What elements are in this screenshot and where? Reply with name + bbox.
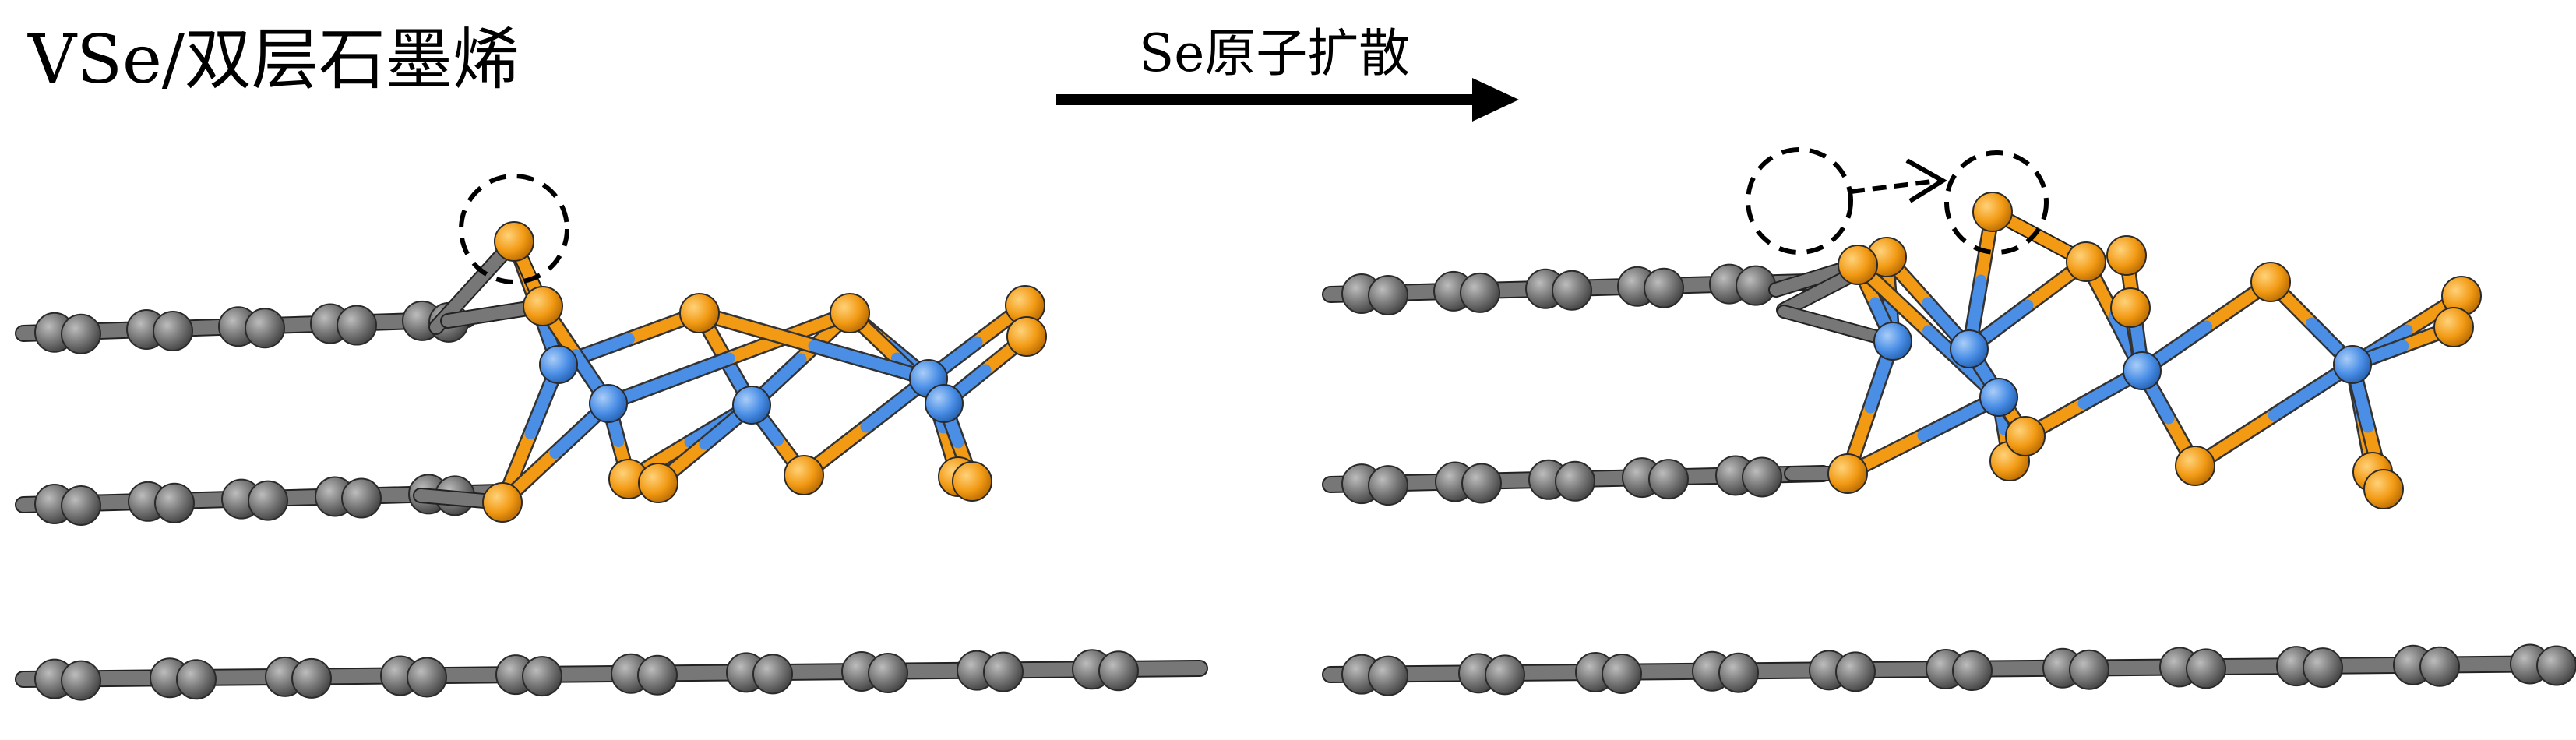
right-selenium-atom bbox=[2363, 469, 2404, 509]
right-top-layer-carbon-atom bbox=[1644, 267, 1684, 308]
right-vse-atoms bbox=[1827, 192, 2482, 509]
left-v-se-bond-20-b bbox=[808, 340, 935, 385]
process-arrow bbox=[1056, 78, 1519, 122]
right-bottom-layer-carbon-atom bbox=[1835, 651, 1876, 692]
right-bottom-layer-carbon-atom bbox=[1485, 654, 1525, 696]
left-bottom-layer-carbon-atom bbox=[61, 660, 101, 701]
left-vanadium-atom bbox=[732, 386, 771, 425]
right-mid-layer-carbon-atom bbox=[1742, 456, 1782, 498]
right-bottom-layer-carbon-atom bbox=[1602, 654, 1642, 695]
diffusion-path-arrow bbox=[1850, 158, 1947, 203]
left-bottom-layer-carbon-atom bbox=[407, 657, 447, 698]
left-selenium-atom bbox=[952, 461, 992, 502]
right-bottom-layer-carbon-atom bbox=[2303, 647, 2343, 689]
right-bottom-layer-carbon-atom bbox=[2419, 646, 2460, 687]
right-mid-layer-carbon-atom bbox=[1368, 465, 1408, 506]
right-top-layer-carbon-atom bbox=[1460, 272, 1500, 313]
left-mid-layer-carbon-atom bbox=[61, 485, 101, 526]
right-top-layer-carbon-atom bbox=[1368, 274, 1408, 315]
right-bottom-layer-carbon-atom bbox=[2186, 648, 2226, 689]
right-selenium-atom bbox=[1827, 453, 1868, 494]
right-selenium-atom bbox=[2110, 287, 2151, 328]
left-v-se-bond-12-b bbox=[602, 352, 735, 410]
left-mid-layer-carbon-atom bbox=[248, 480, 288, 521]
left-bottom-layer-carbon-atom bbox=[983, 651, 1024, 692]
right-selenium-atom bbox=[2175, 446, 2215, 486]
original-se-position-marker bbox=[1746, 147, 1853, 255]
right-mid-layer-carbon-atom bbox=[1648, 459, 1689, 500]
left-vanadium-atom bbox=[925, 384, 964, 423]
left-graphene-layers bbox=[15, 300, 1208, 701]
right-bottom-layer-carbon-atom bbox=[1952, 650, 1993, 692]
selected-se-atom-marker bbox=[459, 174, 569, 284]
right-bottom-layer-carbon-atom bbox=[1368, 655, 1408, 696]
left-bottom-layer-carbon-atom bbox=[868, 653, 908, 694]
left-vanadium-atom bbox=[539, 345, 578, 384]
left-vanadium-atom bbox=[589, 384, 628, 423]
left-top-layer-carbon-atom bbox=[61, 313, 101, 354]
left-structure-panel bbox=[15, 174, 1208, 701]
left-selenium-atom bbox=[494, 221, 534, 262]
right-mid-layer-carbon-atom bbox=[1461, 463, 1502, 504]
left-top-layer-carbon-atom bbox=[153, 311, 193, 352]
diffusion-arrow-label: Se原子扩散 bbox=[1139, 23, 1411, 83]
right-selenium-atom bbox=[2250, 262, 2291, 302]
right-mid-layer-carbon-atom bbox=[1555, 460, 1595, 502]
right-vanadium-atom bbox=[1979, 378, 2018, 417]
left-bottom-layer-carbon-atom bbox=[291, 657, 332, 699]
right-selenium-atom bbox=[2106, 235, 2147, 276]
right-structure-panel bbox=[1322, 147, 2576, 696]
right-top-layer-carbon-atom bbox=[1552, 270, 1592, 311]
right-bottom-layer-carbon-atom bbox=[1718, 652, 1759, 693]
left-bottom-layer-carbon-atom bbox=[176, 659, 217, 700]
right-bottom-layer-carbon-atom bbox=[2536, 645, 2576, 686]
diffused-se-position-marker bbox=[1944, 150, 2049, 255]
left-selenium-atom bbox=[638, 463, 678, 503]
left-selenium-atom bbox=[523, 286, 563, 326]
left-vse-atoms bbox=[482, 221, 1047, 523]
left-bottom-layer-carbon-atom bbox=[1098, 650, 1139, 692]
right-selenium-atom bbox=[1972, 192, 2013, 232]
left-bottom-layer-carbon-atom bbox=[637, 654, 678, 696]
left-selenium-atom bbox=[482, 482, 523, 523]
left-bottom-layer-carbon-atom bbox=[522, 656, 562, 697]
left-selenium-atom bbox=[784, 455, 824, 495]
left-bottom-layer-carbon-atom bbox=[752, 654, 793, 695]
right-vanadium-atom bbox=[1873, 322, 1912, 361]
right-vanadium-atom bbox=[2333, 345, 2372, 384]
left-mid-layer-carbon-atom bbox=[341, 477, 382, 519]
right-vanadium-atom bbox=[2123, 351, 2162, 390]
left-top-layer-carbon-atom bbox=[337, 305, 377, 346]
right-graphene-layers bbox=[1322, 263, 2576, 696]
right-selenium-atom bbox=[2005, 416, 2046, 456]
right-bottom-layer-carbon-atom bbox=[2069, 649, 2109, 690]
left-selenium-atom bbox=[679, 293, 720, 333]
left-selenium-atom bbox=[1006, 316, 1047, 357]
right-top-layer-carbon-atom bbox=[1736, 265, 1776, 306]
left-mid-layer-carbon-atom bbox=[154, 482, 195, 523]
right-vanadium-atom bbox=[1950, 329, 1989, 368]
right-selenium-atom bbox=[1838, 245, 1878, 285]
figure-title: VSe/双层石墨烯 bbox=[28, 21, 520, 99]
right-selenium-atom bbox=[2433, 307, 2474, 347]
left-top-layer-carbon-atom bbox=[245, 308, 285, 349]
right-selenium-atom bbox=[2066, 241, 2106, 282]
left-selenium-atom bbox=[830, 293, 870, 333]
